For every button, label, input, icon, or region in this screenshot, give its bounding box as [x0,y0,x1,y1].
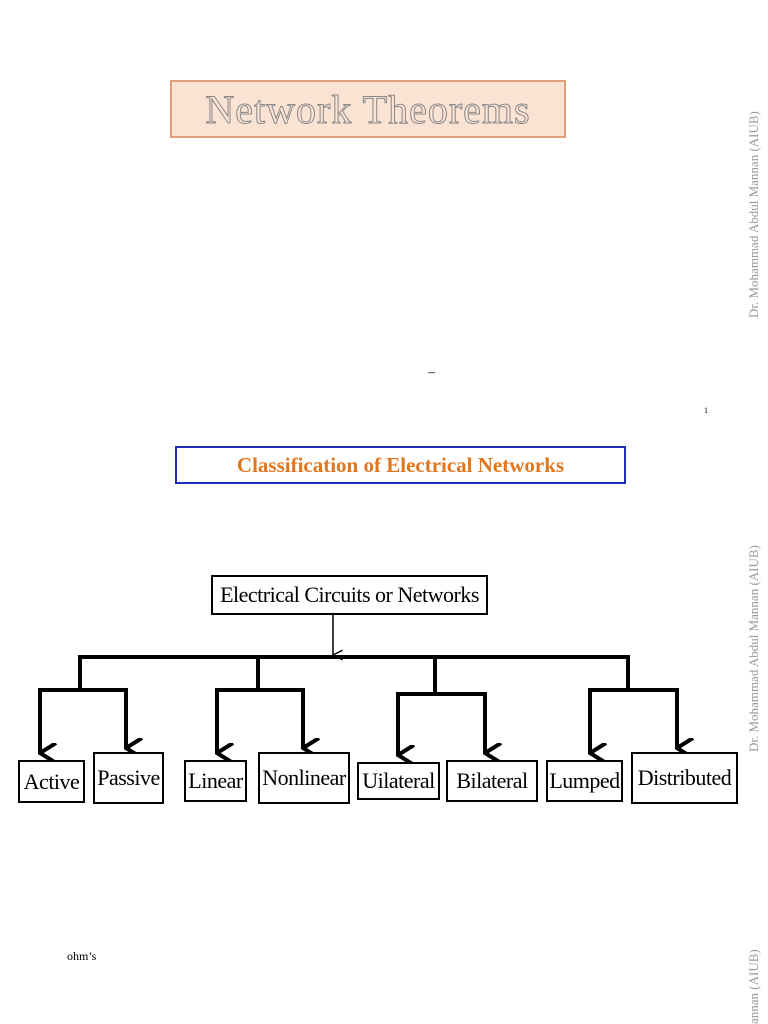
leaf-active: Active [18,760,85,803]
author-watermark: annan (AIUB) [746,949,761,1024]
text-fragment: ohm’s [67,949,97,963]
leaf-distributed: Distributed [631,752,738,804]
leaf-lumped: Lumped [546,760,623,802]
leaf-linear: Linear [184,760,247,802]
title-box: Network Theorems [170,80,566,138]
leaf-passive: Passive [93,752,164,804]
page-title: Network Theorems [205,86,531,132]
section-title-box: Classification of Electrical Networks [175,446,626,484]
leaf-uilateral: Uilateral [357,762,440,800]
slide-number: 1 [704,406,708,415]
tree-root-node: Electrical Circuits or Networks [211,575,488,615]
leaf-nonlinear: Nonlinear [258,752,350,804]
leaf-bilateral: Bilateral [446,760,538,802]
dash-mark: – [428,365,435,380]
section-title: Classification of Electrical Networks [236,452,565,477]
